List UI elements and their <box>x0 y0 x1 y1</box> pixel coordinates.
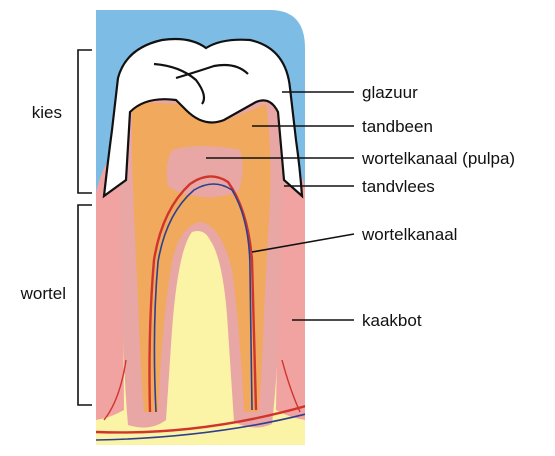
bracket-root <box>78 205 92 405</box>
label-wortel: wortel <box>20 284 66 303</box>
label-tandvlees: tandvlees <box>362 177 435 196</box>
label-kaakbot: kaakbot <box>362 311 422 330</box>
label-tandbeen: tandbeen <box>362 117 433 136</box>
label-wortelkanaal-pulpa: wortelkanaal (pulpa) <box>361 149 515 168</box>
label-glazuur: glazuur <box>362 83 418 102</box>
label-wortelkanaal: wortelkanaal <box>361 225 457 244</box>
illustration-panel <box>96 10 306 450</box>
label-kies: kies <box>32 103 62 122</box>
bracket-crown <box>78 50 92 193</box>
